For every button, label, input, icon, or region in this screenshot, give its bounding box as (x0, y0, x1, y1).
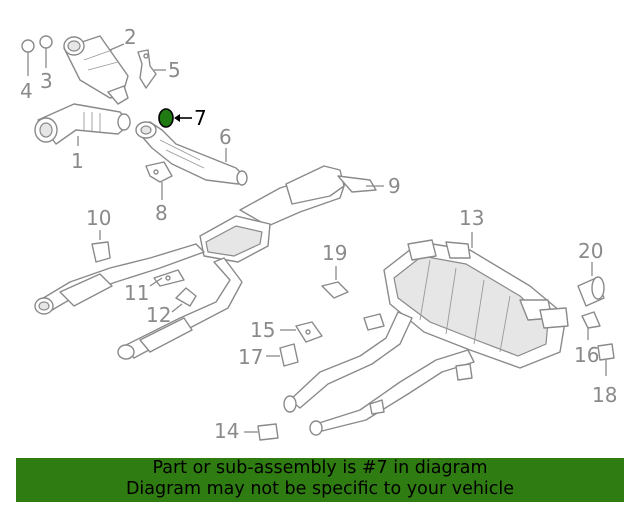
part-11-hanger[interactable] (149, 269, 185, 287)
callout-4: 4 (20, 79, 33, 103)
exhaust-parts-diagram: 1 2 3 4 5 6 7 8 9 10 11 12 13 14 15 16 1… (20, 25, 617, 443)
part-4-ring[interactable] (21, 39, 35, 76)
callout-5: 5 (168, 58, 181, 82)
part-18-hanger[interactable] (597, 343, 615, 376)
part-2-catalytic-converter[interactable] (63, 35, 129, 105)
part-17-bracket[interactable] (266, 343, 299, 367)
callout-20: 20 (578, 239, 603, 263)
callout-15: 15 (250, 318, 275, 342)
banner-line-1: Part or sub-assembly is #7 in diagram (152, 458, 488, 478)
callout-17: 17 (238, 345, 263, 369)
part-5-bracket[interactable] (137, 49, 166, 89)
part-16-hanger[interactable] (581, 311, 601, 340)
callout-8: 8 (155, 201, 168, 225)
part-19-bracket[interactable] (321, 266, 349, 299)
part-9-center-pipe-assembly[interactable] (34, 165, 384, 360)
part-15-bracket[interactable] (280, 321, 323, 343)
part-3-ring[interactable] (39, 35, 53, 68)
callout-19: 19 (322, 241, 347, 265)
callout-9: 9 (388, 174, 401, 198)
callout-2: 2 (124, 25, 137, 49)
part-info-banner: Part or sub-assembly is #7 in diagram Di… (16, 458, 624, 502)
callout-1: 1 (71, 149, 84, 173)
callout-12: 12 (146, 303, 171, 327)
callout-6: 6 (219, 125, 232, 149)
callout-16: 16 (574, 343, 599, 367)
part-13-rear-muffler[interactable] (283, 232, 569, 436)
callout-18: 18 (592, 383, 617, 407)
part-14-mount[interactable] (244, 423, 279, 441)
part-20-exhaust-tip[interactable] (577, 262, 605, 307)
part-1-catalytic-converter[interactable] (34, 103, 131, 146)
callout-10: 10 (86, 206, 111, 230)
part-12-hanger[interactable] (171, 287, 197, 313)
part-6-front-pipe[interactable] (135, 121, 248, 186)
callout-13: 13 (459, 206, 484, 230)
part-10-clamp[interactable] (91, 230, 111, 263)
banner-line-2: Diagram may not be specific to your vehi… (125, 479, 515, 499)
callout-11: 11 (124, 281, 149, 305)
callout-7: 7 (194, 106, 207, 130)
part-8-bracket[interactable] (145, 161, 173, 200)
callout-3: 3 (40, 69, 53, 93)
callout-14: 14 (214, 419, 239, 443)
part-7-gasket[interactable] (158, 108, 192, 128)
